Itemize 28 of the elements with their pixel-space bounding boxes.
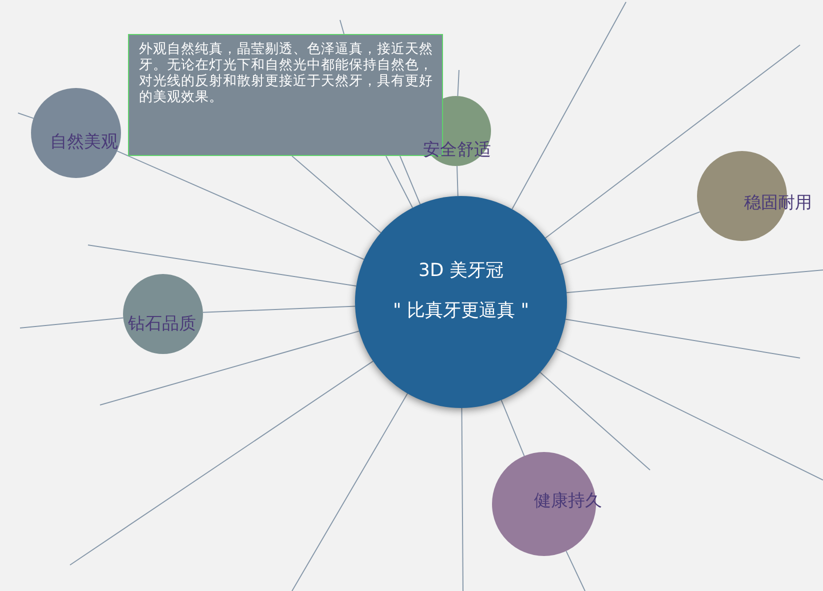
connector-line [88, 244, 357, 286]
title-text: 3D 美牙冠 [417, 259, 505, 282]
connector-line [566, 270, 823, 294]
connector-line [20, 317, 124, 328]
connector-line [202, 306, 356, 313]
connector-line [100, 330, 360, 406]
connector-line [560, 211, 700, 266]
connector-line [461, 408, 464, 591]
topic-label: 钻石品质 [128, 313, 196, 335]
connector-line [512, 2, 626, 210]
topic-label: 自然美观 [50, 131, 118, 153]
connector-line [340, 20, 344, 34]
connector-line [292, 393, 408, 591]
connector-line [540, 372, 650, 470]
connector-line [556, 348, 823, 480]
connector-line [116, 150, 364, 260]
connector-line [457, 70, 460, 97]
connector-line [544, 44, 800, 238]
connector-line [500, 400, 525, 456]
connector-line [565, 318, 800, 358]
connector-line [18, 112, 34, 119]
connector-line [456, 165, 458, 197]
connector-line [400, 156, 421, 205]
connector-line [386, 156, 414, 208]
connector-line [566, 550, 586, 591]
connector-line [292, 156, 382, 234]
slogan-text: " 比真牙更逼真 " [392, 299, 530, 322]
connector-line [70, 360, 374, 566]
